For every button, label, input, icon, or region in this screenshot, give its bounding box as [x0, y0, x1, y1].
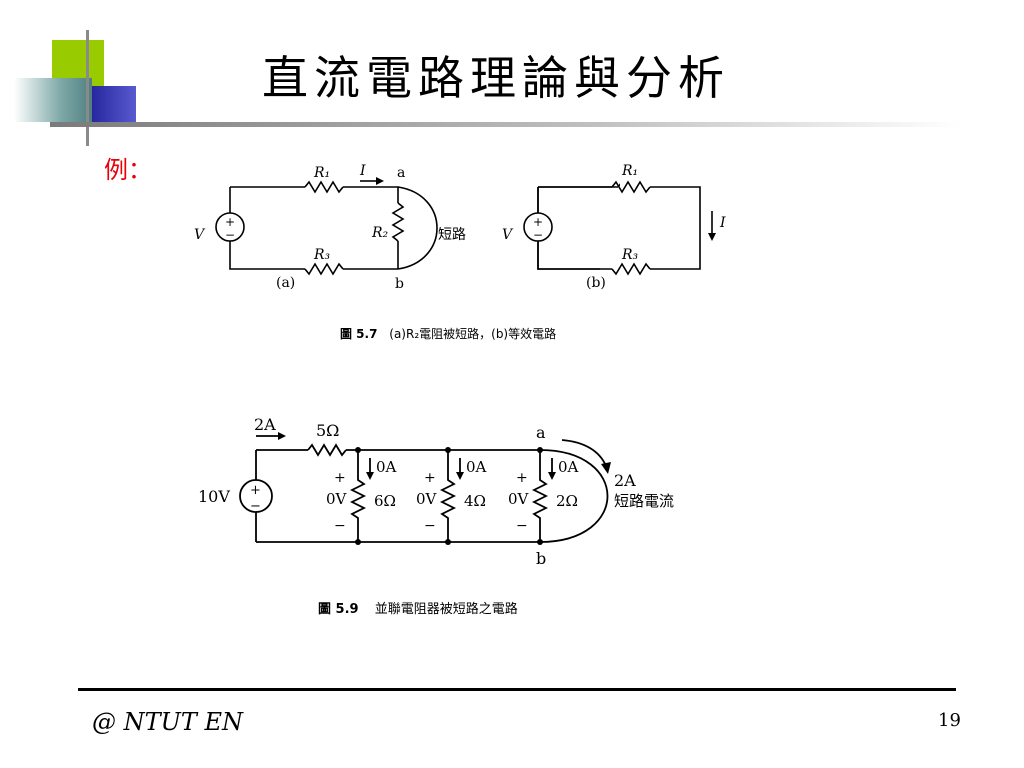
fig1a-current-arrowhead	[376, 177, 384, 185]
fig1a-short-arc	[397, 186, 438, 270]
fig1a-wire-top-right	[343, 186, 399, 203]
fig2-short-arc	[539, 449, 609, 543]
fig2-branch1-resistance: 6Ω	[374, 492, 396, 510]
figure-5-9: 2A 5Ω a b 10V + − 0A + 0V − 6Ω 0A + 0V −…	[198, 415, 674, 568]
fig2-branch3-plus: +	[516, 470, 528, 486]
fig2-short-arrowhead	[601, 462, 611, 474]
fig1b-r3-label: R₃	[621, 247, 639, 263]
fig2-branch1-arrowhead	[366, 472, 374, 480]
fig2-short-label: 短路電流	[614, 492, 674, 510]
fig1b-sublabel: (b)	[586, 275, 606, 291]
fig2-branch2-arrowhead	[456, 472, 464, 480]
fig2-source-current: 2A	[254, 415, 276, 434]
fig1a-sublabel: (a)	[276, 275, 295, 291]
figure-5-7-caption-text: (a)R₂電阻被短路，(b)等效電路	[389, 327, 557, 341]
fig2-node-top-2	[445, 447, 451, 453]
example-label: 例：	[104, 156, 152, 184]
fig2-node-a: a	[536, 423, 546, 442]
corner-teal-block	[14, 78, 92, 122]
fig2-source-minus: −	[250, 499, 261, 514]
fig2-node-top-1	[355, 447, 361, 453]
fig1b-current-arrowhead	[708, 233, 716, 241]
fig2-branch2-plus: +	[424, 470, 436, 486]
fig2-branch3-voltage: 0V	[508, 490, 530, 508]
fig2-node-bottom-1	[355, 539, 361, 545]
fig2-resistor-5ohm	[307, 443, 347, 457]
fig2-voltage-source	[239, 479, 273, 513]
fig2-node-bottom-2	[445, 539, 451, 545]
figure-5-9-caption: 圖 5.9 並聯電阻器被短路之電路	[318, 598, 518, 617]
fig1a-node-b: b	[395, 276, 404, 292]
fig2-node-b: b	[536, 549, 546, 568]
corner-blue-square	[88, 86, 136, 126]
fig1a-source-label: V	[194, 227, 206, 243]
fig2-branch-2ohm	[531, 450, 549, 542]
fig2-branch-6ohm	[349, 450, 367, 542]
footer-divider	[78, 688, 956, 691]
fig2-series-resistor-label: 5Ω	[316, 421, 339, 440]
page-number: 19	[938, 710, 961, 731]
figure-5-7-b: + − V R₁ R₃ I (b)	[502, 163, 726, 291]
fig1b-wire-top-right	[650, 186, 701, 270]
fig1a-wire-bottom-left	[229, 241, 305, 270]
fig1b-r1-label: R₁	[621, 163, 638, 179]
fig2-short-current: 2A	[614, 471, 636, 490]
fig2-source-plus: +	[250, 483, 261, 498]
fig1b-resistor-r1	[611, 180, 651, 194]
fig1a-resistor-r3	[304, 262, 344, 276]
fig2-branch1-voltage: 0V	[326, 490, 348, 508]
fig2-branch1-minus: −	[334, 518, 346, 534]
fig2-branch2-voltage: 0V	[416, 490, 438, 508]
fig1a-source-plus: +	[225, 215, 235, 229]
fig2-branch3-minus: −	[516, 518, 528, 534]
fig2-node-top-a	[537, 447, 543, 453]
fig2-branch3-arrowhead	[548, 472, 556, 480]
figure-5-7: + − V R₁ I a R₂ 短路 R₃ b (a)	[194, 163, 620, 292]
fig1a-voltage-source	[215, 212, 245, 242]
fig1a-r1-label: R₁	[313, 165, 330, 181]
footer-credit: @ NTUT EN	[92, 708, 244, 736]
fig1a-r2-label: R₂	[371, 225, 389, 241]
fig2-node-bottom-b	[537, 539, 543, 545]
fig2-branch2-resistance: 4Ω	[464, 492, 486, 510]
fig2-branch1-plus: +	[334, 470, 346, 486]
fig1b-source-minus: −	[533, 228, 543, 242]
fig1b-source-plus: +	[533, 215, 543, 229]
fig1a-r3-label: R₃	[313, 247, 331, 263]
fig2-short-current-arrow	[561, 439, 607, 467]
fig2-branch1-current: 0A	[376, 458, 397, 476]
fig2-source-current-arrowhead	[278, 432, 286, 440]
fig2-branch2-minus: −	[424, 518, 436, 534]
fig2-branch3-current: 0A	[558, 458, 579, 476]
fig2-branch2-current: 0A	[466, 458, 487, 476]
fig1b-resistor-r3	[611, 262, 651, 276]
corner-vertical-line	[86, 30, 89, 146]
figure-5-9-caption-text: 並聯電阻器被短路之電路	[374, 602, 518, 617]
figure-5-7-caption: 圖 5.7 (a)R₂電阻被短路，(b)等效電路	[340, 325, 556, 342]
fig2-branch3-resistance: 2Ω	[556, 492, 578, 510]
fig1b-source-label: V	[502, 227, 514, 243]
fig1b-voltage-source	[523, 212, 553, 242]
fig1b-current-label: I	[719, 215, 726, 231]
figure-5-7-caption-num: 圖 5.7	[340, 327, 378, 341]
figure-5-9-caption-num: 圖 5.9	[318, 602, 359, 617]
fig1a-current-label: I	[359, 163, 366, 179]
fig2-source-value: 10V	[198, 487, 230, 506]
fig1b-wire-bottom-left	[537, 241, 612, 270]
fig1a-short-label: 短路	[438, 227, 466, 243]
fig2-branch-4ohm	[439, 450, 457, 542]
title-underline	[50, 122, 960, 127]
fig1a-node-a: a	[397, 165, 405, 181]
fig1a-resistor-r1	[304, 180, 344, 194]
fig1a-resistor-r2	[391, 202, 405, 242]
slide-title: 直流電路理論與分析	[262, 51, 730, 105]
fig1a-source-minus: −	[225, 228, 235, 242]
